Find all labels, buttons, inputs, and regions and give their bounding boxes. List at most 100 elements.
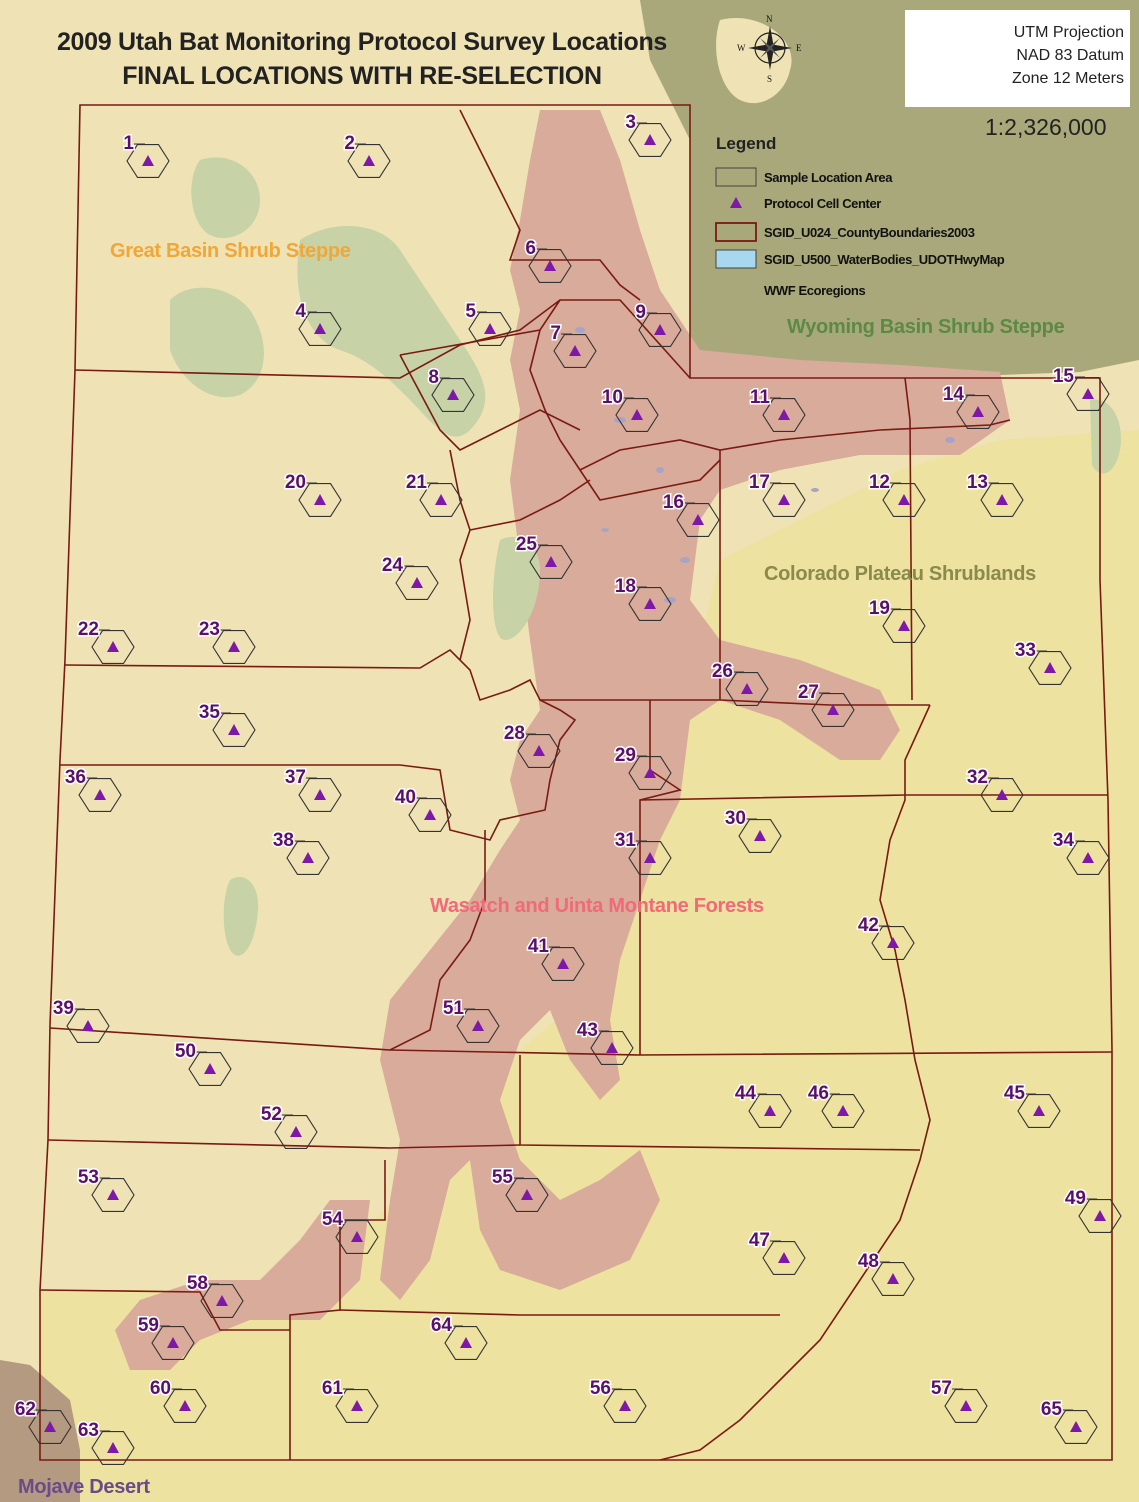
site-number-label: 60: [150, 1378, 171, 1399]
survey-site-12[interactable]: 12: [867, 471, 926, 517]
sample-area-hexagon: [762, 1241, 806, 1275]
sample-area-hexagon: [628, 123, 672, 157]
survey-site-13[interactable]: 13: [965, 471, 1024, 517]
survey-site-55[interactable]: 55: [490, 1166, 549, 1212]
sample-area-hexagon: [298, 312, 342, 346]
survey-site-51[interactable]: 51: [441, 997, 500, 1043]
sample-area-hexagon: [505, 1178, 549, 1212]
survey-site-30[interactable]: 30: [723, 807, 782, 853]
survey-site-56[interactable]: 56: [588, 1377, 647, 1423]
survey-site-41[interactable]: 41: [526, 935, 585, 981]
legend-item-water-bodies: SGID_U500_WaterBodies_UDOTHwyMap: [764, 252, 1005, 267]
sample-area-hexagon: [335, 1220, 379, 1254]
sample-area-hexagon: [212, 630, 256, 664]
survey-site-63[interactable]: 63: [76, 1419, 135, 1465]
survey-site-17[interactable]: 17: [747, 471, 806, 517]
survey-site-19[interactable]: 19: [867, 597, 926, 643]
survey-site-10[interactable]: 10: [600, 386, 659, 432]
survey-site-35[interactable]: 35: [197, 701, 256, 747]
survey-site-36[interactable]: 36: [63, 766, 122, 812]
legend-item-cell-center: Protocol Cell Center: [764, 196, 881, 211]
cell-center-icon: [142, 155, 154, 166]
legend-cell-center-icon: [730, 197, 742, 208]
cell-center-icon: [107, 641, 119, 652]
survey-site-61[interactable]: 61: [320, 1377, 379, 1423]
cell-center-icon: [545, 556, 557, 567]
survey-site-18[interactable]: 18: [613, 575, 672, 621]
survey-site-39[interactable]: 39: [51, 997, 110, 1043]
site-number-label: 33: [1015, 640, 1036, 661]
survey-site-54[interactable]: 54: [320, 1208, 379, 1254]
sample-area-hexagon: [78, 778, 122, 812]
survey-site-20[interactable]: 20: [283, 471, 342, 517]
survey-site-59[interactable]: 59: [136, 1314, 195, 1360]
survey-site-7[interactable]: 7: [549, 322, 597, 368]
survey-site-5[interactable]: 5: [464, 300, 512, 346]
survey-site-22[interactable]: 22: [76, 618, 135, 664]
cell-center-icon: [754, 830, 766, 841]
survey-site-14[interactable]: 14: [941, 383, 1000, 429]
survey-site-48[interactable]: 48: [856, 1250, 915, 1296]
sample-area-hexagon: [980, 483, 1024, 517]
survey-site-26[interactable]: 26: [710, 660, 769, 706]
survey-site-53[interactable]: 53: [76, 1166, 135, 1212]
survey-site-1[interactable]: 1: [122, 132, 170, 178]
survey-site-52[interactable]: 52: [259, 1103, 318, 1149]
site-number-label: 55: [492, 1167, 514, 1188]
survey-site-25[interactable]: 25: [514, 533, 573, 579]
site-number-label: 47: [749, 1230, 770, 1251]
survey-site-32[interactable]: 32: [965, 766, 1024, 812]
survey-site-9[interactable]: 9: [634, 301, 682, 347]
survey-site-11[interactable]: 11: [748, 386, 806, 432]
survey-site-21[interactable]: 21: [404, 471, 463, 517]
survey-site-37[interactable]: 37: [283, 766, 342, 812]
survey-site-2[interactable]: 2: [343, 132, 391, 178]
survey-site-49[interactable]: 49: [1063, 1187, 1122, 1233]
survey-site-28[interactable]: 28: [502, 722, 561, 768]
survey-site-16[interactable]: 16: [661, 491, 720, 537]
label-mojave: Mojave Desert: [18, 1476, 150, 1498]
survey-site-64[interactable]: 64: [429, 1314, 488, 1360]
survey-site-47[interactable]: 47: [747, 1229, 806, 1275]
cell-center-icon: [960, 1400, 972, 1411]
cell-center-icon: [314, 323, 326, 334]
survey-site-40[interactable]: 40: [393, 786, 452, 832]
survey-site-33[interactable]: 33: [1013, 639, 1072, 685]
survey-site-43[interactable]: 43: [575, 1019, 634, 1065]
survey-site-45[interactable]: 45: [1002, 1082, 1061, 1128]
site-number-label: 3: [625, 112, 636, 133]
survey-site-60[interactable]: 60: [148, 1377, 207, 1423]
sample-area-hexagon: [188, 1052, 232, 1086]
cell-center-icon: [216, 1295, 228, 1306]
survey-site-34[interactable]: 34: [1051, 829, 1110, 875]
cell-center-icon: [472, 1020, 484, 1031]
site-number-label: 34: [1053, 830, 1075, 851]
survey-site-3[interactable]: 3: [624, 111, 672, 157]
survey-site-31[interactable]: 31: [613, 829, 672, 875]
survey-site-62[interactable]: 62: [13, 1398, 72, 1444]
survey-site-65[interactable]: 65: [1039, 1398, 1098, 1444]
site-number-label: 2: [344, 133, 355, 154]
survey-site-27[interactable]: 27: [796, 681, 855, 727]
cell-center-icon: [1082, 852, 1094, 863]
survey-site-38[interactable]: 38: [271, 829, 330, 875]
survey-site-46[interactable]: 46: [806, 1082, 865, 1128]
survey-site-24[interactable]: 24: [380, 554, 439, 600]
lake-east: [1090, 399, 1121, 474]
sample-area-hexagon: [590, 1031, 634, 1065]
survey-site-29[interactable]: 29: [613, 744, 672, 790]
survey-site-58[interactable]: 58: [185, 1272, 244, 1318]
site-number-label: 25: [516, 534, 538, 555]
survey-site-4[interactable]: 4: [294, 300, 342, 346]
survey-site-15[interactable]: 15: [1051, 365, 1110, 411]
survey-site-44[interactable]: 44: [733, 1082, 792, 1128]
survey-site-8[interactable]: 8: [427, 366, 475, 412]
sample-area-hexagon: [762, 483, 806, 517]
survey-site-23[interactable]: 23: [197, 618, 256, 664]
survey-site-6[interactable]: 6: [524, 237, 572, 283]
sample-area-hexagon: [871, 1262, 915, 1296]
survey-site-57[interactable]: 57: [929, 1377, 988, 1423]
sample-area-hexagon: [1066, 377, 1110, 411]
survey-site-50[interactable]: 50: [173, 1040, 232, 1086]
survey-site-42[interactable]: 42: [856, 914, 915, 960]
